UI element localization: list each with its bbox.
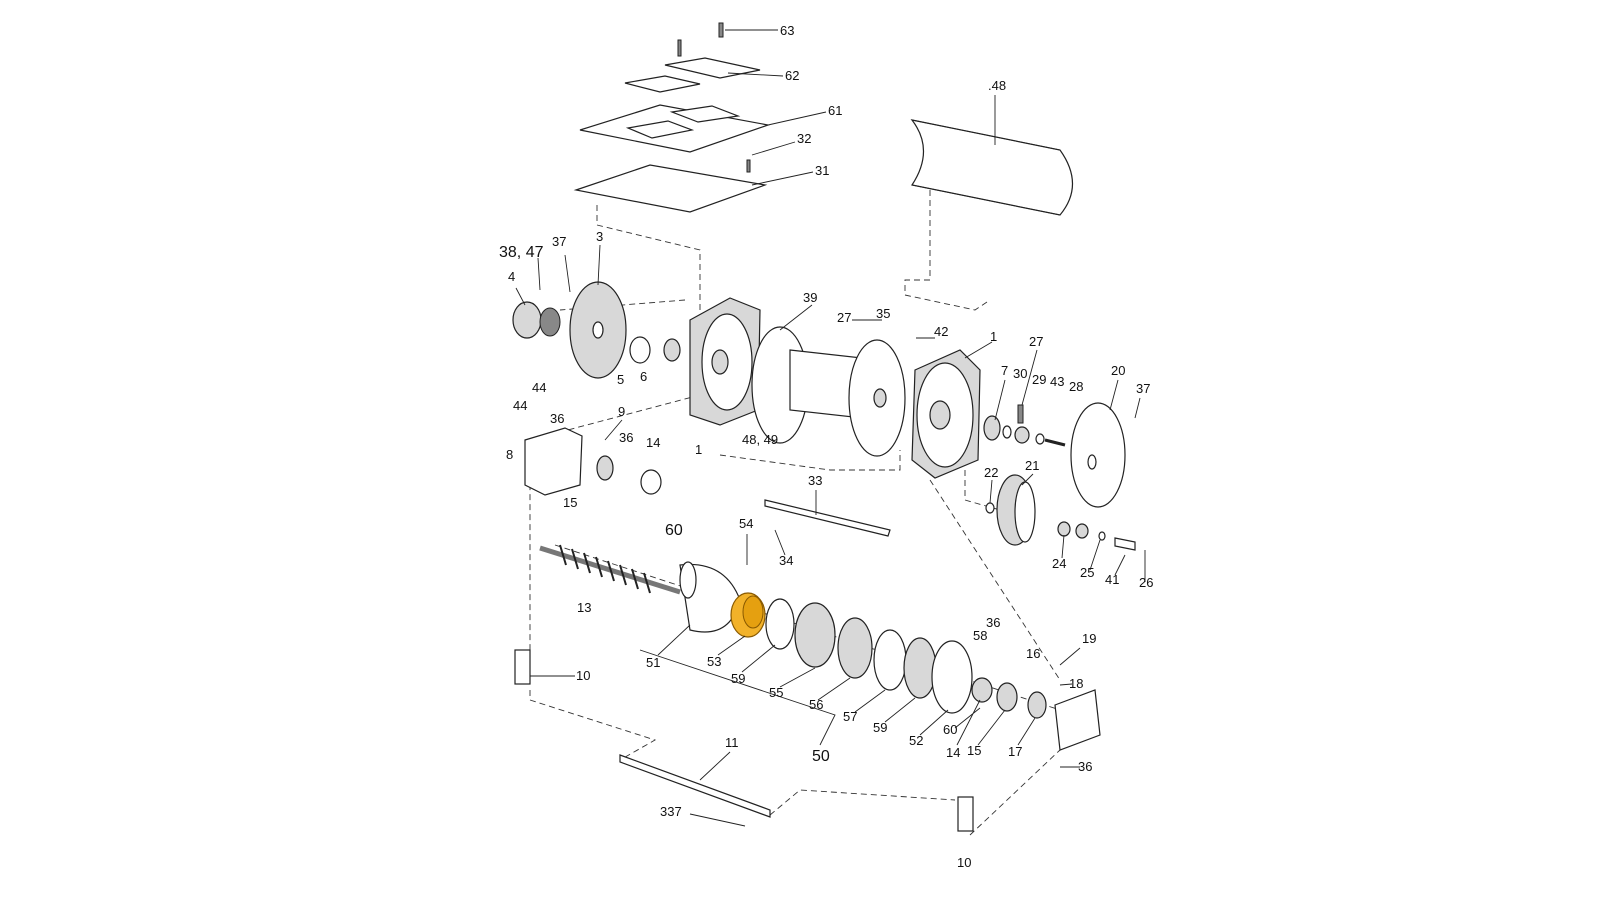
callout-11: 11 — [725, 735, 739, 750]
part-19-bracket — [1054, 689, 1101, 751]
callout-36d: 36 — [1078, 759, 1092, 774]
callout-30: 30 — [1013, 366, 1027, 381]
callout-39: 39 — [803, 290, 817, 305]
callout-63: 63 — [780, 23, 794, 38]
callout-21: 21 — [1025, 458, 1039, 473]
callout-14b: 14 — [946, 745, 960, 760]
callout-27a: 27 — [837, 310, 851, 325]
callout-33: 33 — [808, 473, 822, 488]
callout-59a: 59 — [731, 671, 745, 686]
callout-29: 29 — [1032, 372, 1046, 387]
callout-1-left: 1 — [695, 442, 702, 457]
callout-38-47: 38, 47 — [499, 244, 544, 261]
part-53-highlighted-hub — [730, 592, 766, 638]
callout-34: 34 — [779, 553, 793, 568]
callout-22: 22 — [984, 465, 998, 480]
part-13-worm-shaft — [539, 544, 681, 595]
callout-9: 9 — [618, 404, 625, 419]
callout-15a: 15 — [563, 495, 577, 510]
callout-19: 19 — [1082, 631, 1096, 646]
part-21-gear — [996, 474, 1036, 546]
callout-35: 35 — [876, 306, 890, 321]
callout-37b: 37 — [1136, 381, 1150, 396]
part-5-bushing — [629, 336, 651, 364]
callout-15b: 15 — [967, 743, 981, 758]
callout-48-49: 48, 49 — [742, 432, 778, 447]
callout-lead-lines — [515, 29, 1146, 827]
callout-13: 13 — [577, 600, 591, 615]
callout-61: 61 — [828, 103, 842, 118]
callout-41: 41 — [1105, 572, 1119, 587]
callout-44b: 44 — [513, 398, 527, 413]
callout-36b: 36 — [619, 430, 633, 445]
part-3-disc — [569, 281, 627, 379]
part-10-feet — [514, 649, 974, 832]
callout-52: 52 — [909, 733, 923, 748]
part-61-top-plate — [579, 104, 771, 153]
part-48-cover — [910, 119, 1073, 216]
parts-59-55-56-57-52-rings — [765, 598, 973, 714]
callout-3: 3 — [596, 229, 603, 244]
callout-4: 4 — [508, 269, 515, 284]
callout-54: 54 — [739, 516, 753, 531]
callout-51: 51 — [646, 655, 660, 670]
callout-44a: 44 — [532, 380, 546, 395]
callout-48: .48 — [988, 78, 1006, 93]
callout-25: 25 — [1080, 565, 1094, 580]
callout-60b: 60 — [943, 722, 957, 737]
callout-37: 37 — [552, 234, 566, 249]
part-1-right-housing — [911, 349, 981, 479]
callout-24: 24 — [1052, 556, 1066, 571]
callout-5: 5 — [617, 372, 624, 387]
callout-36c: 36 — [986, 615, 1000, 630]
parts-22-24-25-41 — [985, 502, 1136, 551]
callout-20: 20 — [1111, 363, 1125, 378]
callout-337: 337 — [660, 804, 682, 819]
part-1-left-housing — [689, 297, 761, 426]
callout-14a: 14 — [646, 435, 660, 450]
callout-53: 53 — [707, 654, 721, 669]
callout-1-right: 1 — [990, 329, 997, 344]
part-8-bracket — [524, 427, 662, 496]
part-11-bar — [619, 754, 771, 818]
callout-16: 16 — [1026, 646, 1040, 661]
part-31-base-plate — [573, 159, 768, 213]
callout-32: 32 — [797, 131, 811, 146]
part-62-clamp-blocks — [624, 39, 761, 93]
callout-17: 17 — [1008, 744, 1022, 759]
callout-7: 7 — [1001, 363, 1008, 378]
callout-42: 42 — [934, 324, 948, 339]
callout-43: 43 — [1050, 374, 1064, 389]
part-39-drum — [751, 326, 906, 457]
callout-8: 8 — [506, 447, 513, 462]
callout-26: 26 — [1139, 575, 1153, 590]
callout-60a: 60 — [665, 522, 683, 539]
callout-62: 62 — [785, 68, 799, 83]
part-63-screw — [718, 22, 724, 38]
callout-27b: 27 — [1029, 334, 1043, 349]
callout-55: 55 — [769, 685, 783, 700]
part-33-bar — [764, 499, 891, 537]
callout-36a: 36 — [550, 411, 564, 426]
callout-57: 57 — [843, 709, 857, 724]
parts-7-30-29-43-28 — [983, 404, 1066, 447]
callout-6: 6 — [640, 369, 647, 384]
part-6-bearing — [663, 338, 681, 362]
part-51-brake-housing — [679, 561, 741, 633]
callout-10a: 10 — [576, 668, 590, 683]
callout-50: 50 — [812, 748, 830, 765]
part-4-coupling — [512, 301, 561, 339]
callout-56: 56 — [809, 697, 823, 712]
callout-59b: 59 — [873, 720, 887, 735]
callout-31: 31 — [815, 163, 829, 178]
callout-labels: 63 62 61 32 31 .48 38, 47 37 3 4 44 44 5… — [499, 23, 1153, 870]
callout-28: 28 — [1069, 379, 1083, 394]
callout-58: 58 — [973, 628, 987, 643]
callout-18: 18 — [1069, 676, 1083, 691]
parts-14-15-17 — [971, 677, 1047, 719]
callout-10b: 10 — [957, 855, 971, 870]
part-20-end-plate — [1070, 402, 1126, 508]
